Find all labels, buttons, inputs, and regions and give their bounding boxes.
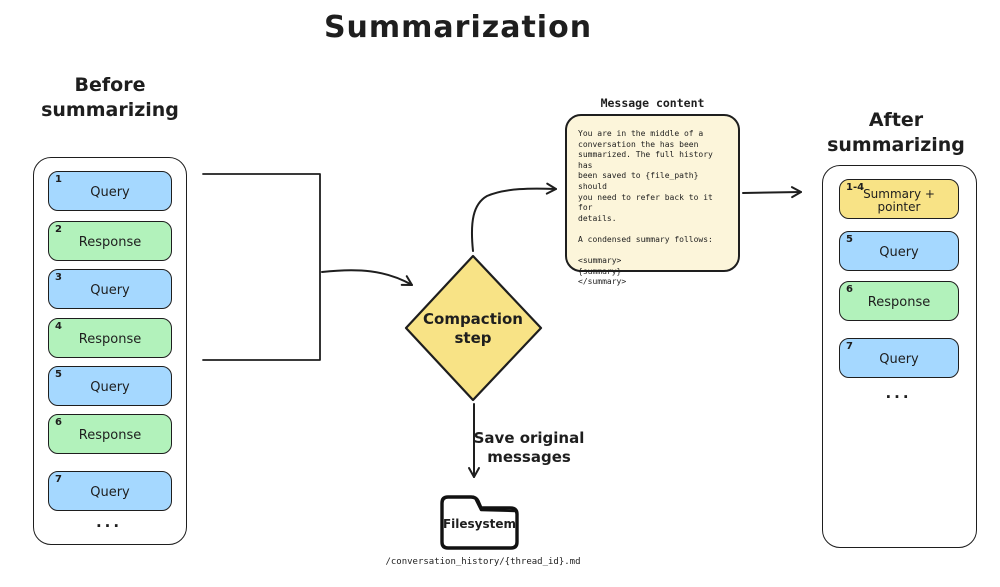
filesystem-path: /conversation_history/{thread_id}.md <box>385 557 581 567</box>
message-label: Query <box>90 484 130 500</box>
message-label: Query <box>90 282 130 298</box>
message-label: Query <box>90 184 130 200</box>
message-label: Response <box>78 331 142 347</box>
message-label: Response <box>78 234 142 250</box>
compaction-diamond <box>404 254 543 402</box>
message-number: 7 <box>55 474 62 485</box>
after-heading: After summarizing <box>827 109 965 156</box>
before-heading: Before summarizing <box>41 74 179 121</box>
arrow-compaction-to-message <box>470 182 557 252</box>
arrow-message-to-after <box>742 186 802 199</box>
message-box-summary: 1-4 Summary + pointer <box>839 179 959 219</box>
message-box-7: 7 Query <box>48 471 172 511</box>
message-box-4: 4 Response <box>48 318 172 358</box>
message-box-3: 3 Query <box>48 269 172 309</box>
message-number: 3 <box>55 272 62 283</box>
message-number: 5 <box>55 369 62 380</box>
message-number: 1-4 <box>846 182 865 193</box>
message-box-1: 1 Query <box>48 171 172 211</box>
message-note-box: You are in the middle of a conversation … <box>565 114 740 286</box>
before-ellipsis: ... <box>95 513 123 531</box>
message-note-caption: Message content <box>600 96 705 110</box>
message-number: 7 <box>846 341 853 352</box>
before-container: 1 Query 2 Response 3 Query 4 Response 5 … <box>33 157 187 545</box>
message-number: 1 <box>55 174 62 185</box>
message-label: Summary + pointer <box>863 186 935 214</box>
message-box-7: 7 Query <box>839 338 959 378</box>
message-label: Response <box>867 294 931 310</box>
message-box-6: 6 Response <box>48 414 172 454</box>
message-number: 5 <box>846 234 853 245</box>
message-number: 6 <box>55 417 62 428</box>
after-ellipsis: ... <box>885 384 912 402</box>
save-arrow-label: Save original messages <box>473 429 585 466</box>
message-number: 6 <box>846 284 853 295</box>
message-label: Response <box>78 427 142 443</box>
arrow-bracket-to-compaction <box>321 269 413 286</box>
message-number: 2 <box>55 224 62 235</box>
message-box-6: 6 Response <box>839 281 959 321</box>
message-label: Query <box>879 351 919 367</box>
compaction-label: Compaction step <box>423 310 523 347</box>
message-number: 4 <box>55 321 62 332</box>
message-box-5: 5 Query <box>839 231 959 271</box>
group-bracket-messages-1-4 <box>202 173 321 361</box>
diagram-title: Summarization <box>323 10 593 45</box>
after-container: 1-4 Summary + pointer 5 Query 6 Response… <box>822 165 977 548</box>
filesystem-label: Filesystem <box>442 517 517 531</box>
message-box-5: 5 Query <box>48 366 172 406</box>
message-label: Query <box>879 244 919 260</box>
message-note-body: You are in the middle of a conversation … <box>578 129 713 287</box>
folder-icon <box>440 495 519 550</box>
message-label: Query <box>90 379 130 395</box>
message-box-2: 2 Response <box>48 221 172 261</box>
